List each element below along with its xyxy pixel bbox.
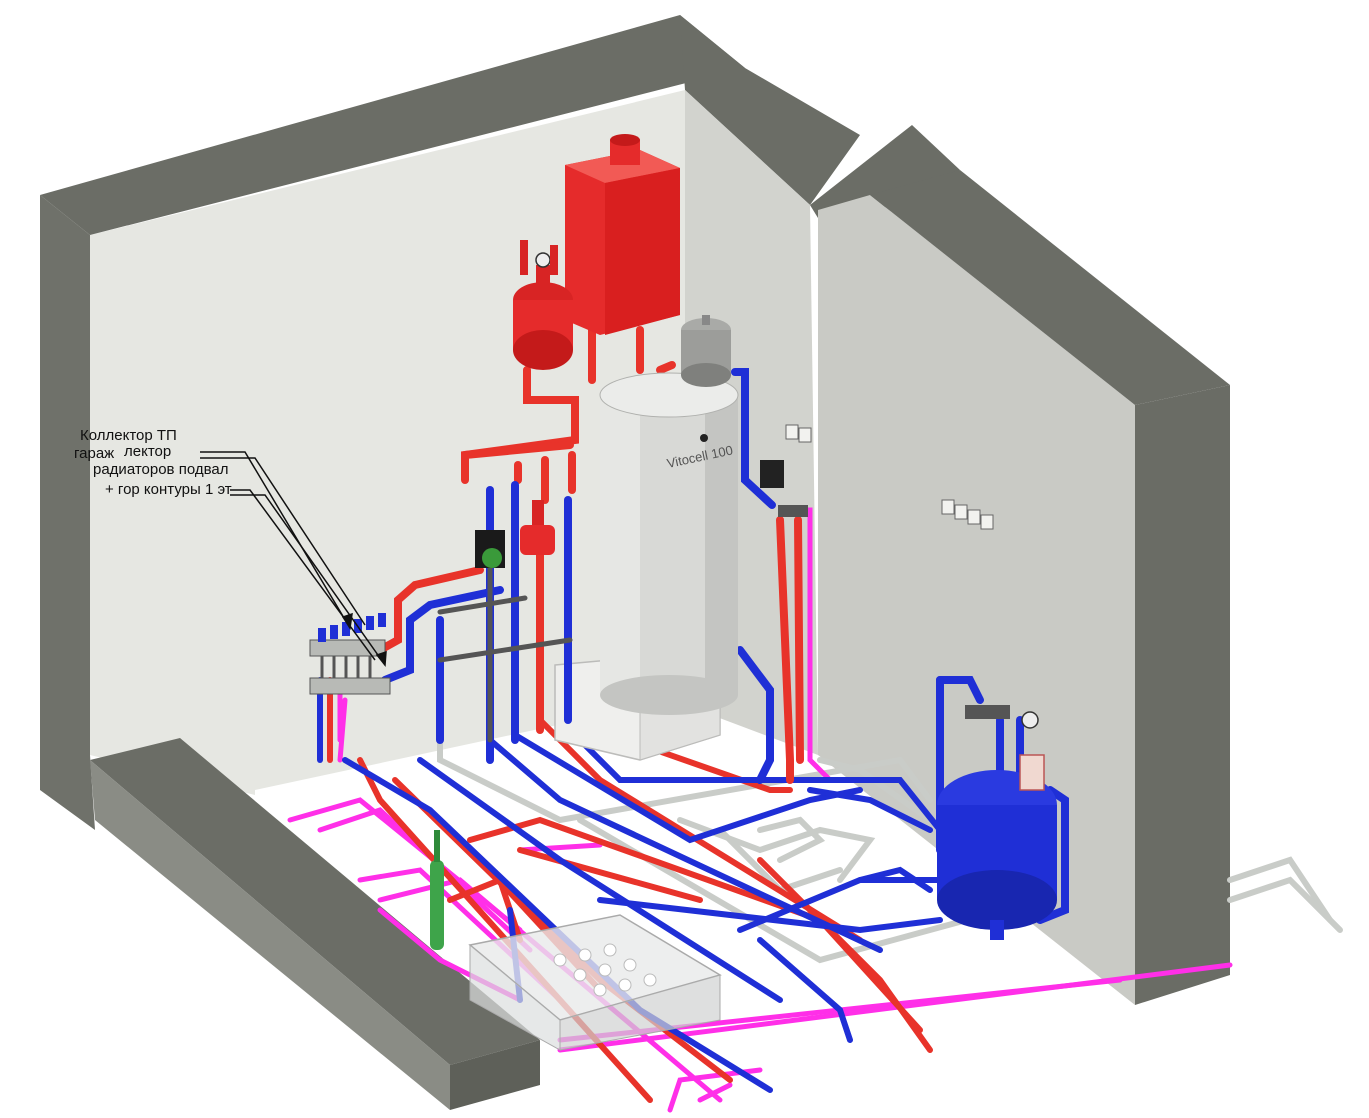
wall-sockets xyxy=(785,424,994,530)
manifold xyxy=(309,613,391,695)
vitocell-boiler: Vitocell 100 xyxy=(599,372,739,715)
filter-unit xyxy=(1019,711,1045,791)
corner-wall-top xyxy=(680,15,860,205)
annotations: Коллектор ТП гараж лектор радиаторов под… xyxy=(74,427,232,498)
right-wall-end xyxy=(1135,385,1230,1005)
front-wall-top xyxy=(90,738,540,1065)
blue-storage-tank xyxy=(937,770,1057,940)
back-wall-top xyxy=(40,15,745,235)
left-wall-face xyxy=(40,195,95,830)
middle-wall-top xyxy=(810,125,960,218)
green-cylinder xyxy=(430,830,444,950)
back-wall xyxy=(90,90,720,795)
right-wall-top xyxy=(870,170,1230,405)
front-wall-face xyxy=(90,760,450,1110)
valve-group-right xyxy=(760,460,1010,719)
annotation-leaders xyxy=(200,451,387,667)
red-expansion-tank xyxy=(513,240,573,370)
front-wall-end xyxy=(450,1040,540,1110)
red-safety-group xyxy=(520,500,555,555)
floor-drain-tray xyxy=(468,914,722,1051)
circulation-pump xyxy=(475,530,505,568)
wall-gas-boiler xyxy=(565,134,680,335)
label-collector-rad-line3: + гор контуры 1 эт xyxy=(105,481,232,498)
walls xyxy=(40,15,1230,1110)
label-collector-tp-line1: Коллектор ТП xyxy=(80,427,177,444)
label-collector-rad-line1: лектор xyxy=(124,443,171,460)
grey-expansion-tank xyxy=(681,315,731,387)
label-collector-tp-line2: гараж xyxy=(74,445,114,462)
label-collector-rad-line2: радиаторов подвал xyxy=(93,461,228,478)
